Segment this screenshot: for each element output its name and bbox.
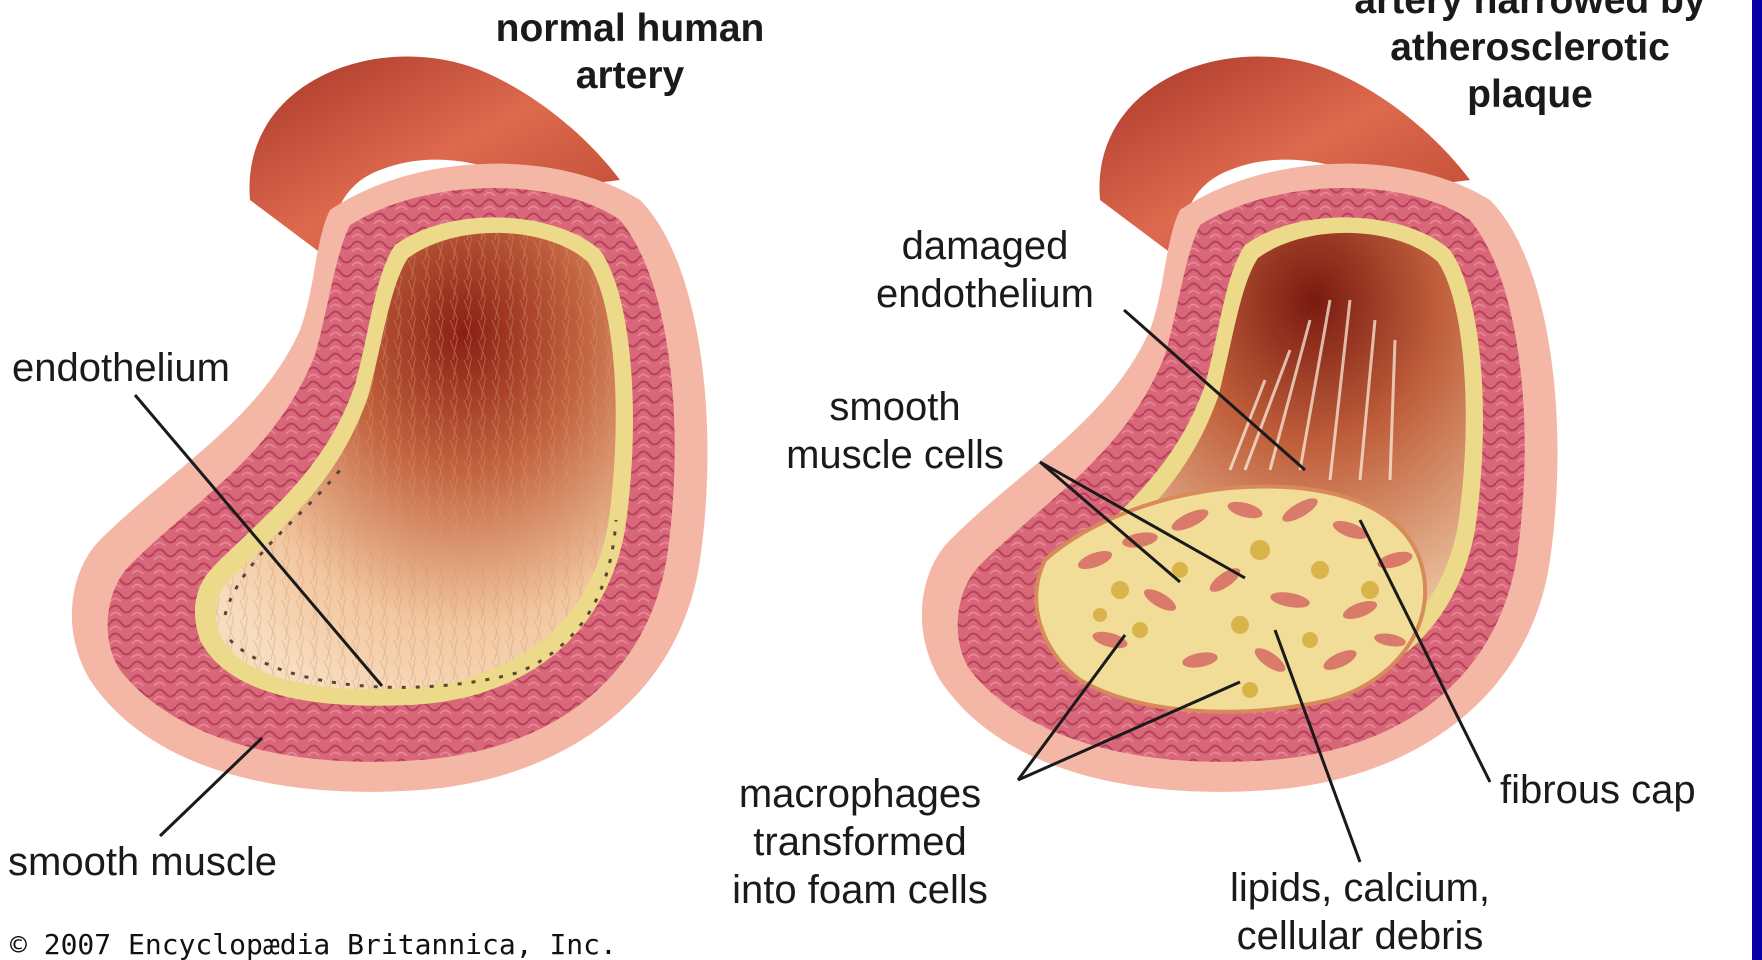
title-line-1: artery narrowed by (1300, 0, 1752, 25)
title-line-3: plaque (1300, 72, 1752, 119)
label-line-3: into foam cells (690, 866, 1030, 914)
label-line-1: smooth (760, 383, 1030, 431)
narrowed-artery-title: artery narrowed by atherosclerotic plaqu… (1300, 0, 1752, 118)
label-line-1: lipids, calcium, (1210, 864, 1510, 912)
label-line-2: cellular debris (1210, 912, 1510, 960)
label-line-2: muscle cells (760, 431, 1030, 479)
normal-artery-title: normal human artery (440, 6, 820, 100)
title-line-2: artery (440, 53, 820, 100)
label-line-2: endothelium (850, 270, 1120, 318)
smooth-muscle-label: smooth muscle (8, 838, 277, 886)
macrophages-label: macrophages transformed into foam cells (690, 770, 1030, 914)
fibrous-cap-label: fibrous cap (1500, 766, 1696, 814)
title-line-1: normal human (440, 6, 820, 53)
label-line-1: macrophages (690, 770, 1030, 818)
label-line-2: transformed (690, 818, 1030, 866)
copyright-notice: © 2007 Encyclopædia Britannica, Inc. (10, 928, 617, 960)
title-line-2: atherosclerotic (1300, 25, 1752, 72)
endothelium-label: endothelium (12, 344, 230, 392)
label-line-1: damaged (850, 222, 1120, 270)
lipids-label: lipids, calcium, cellular debris (1210, 864, 1510, 960)
damaged-endothelium-label: damaged endothelium (850, 222, 1120, 318)
smooth-muscle-cells-label: smooth muscle cells (760, 383, 1030, 479)
normal-artery (72, 56, 708, 836)
